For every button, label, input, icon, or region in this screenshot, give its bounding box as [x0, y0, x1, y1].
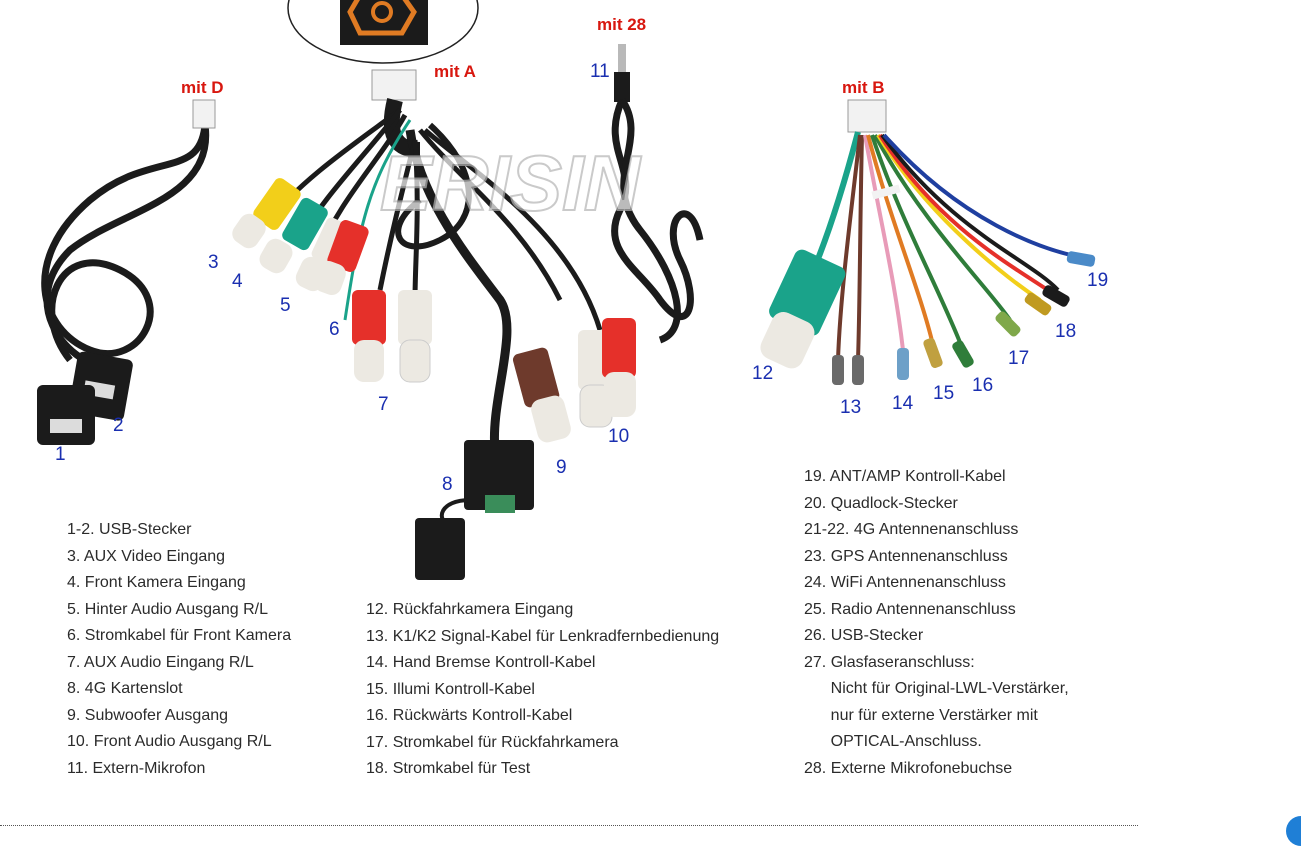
number-label-16: 16 [972, 375, 994, 396]
legend-item: 24. WiFi Antennenanschluss [804, 574, 1006, 591]
legend-item: 9. Subwoofer Ausgang [67, 706, 229, 724]
legend-item: 28. Externe Mikrofonebuchse [804, 759, 1013, 777]
number-label-7: 7 [378, 394, 389, 415]
number-label-19: 19 [1087, 270, 1109, 291]
legend-column-3: 19. ANT/AMP Kontroll-Kabel 20. Quadlock-… [804, 464, 1069, 782]
legend-item: 19. ANT/AMP Kontroll-Kabel [804, 468, 1006, 485]
control-cable-group [760, 99, 1096, 385]
group-label-28: mit 28 [597, 15, 647, 34]
mic-cable-group [611, 44, 704, 344]
legend-item: 14. Hand Bremse Kontroll-Kabel [366, 654, 596, 671]
number-label-13: 13 [840, 397, 862, 418]
number-label-10: 10 [608, 426, 630, 447]
legend-item: 1-2. USB-Stecker [67, 521, 192, 538]
group-label-a: mit A [434, 62, 476, 81]
legend-item: 21-22. 4G Antennenanschluss [804, 521, 1019, 538]
legend-item: 3. AUX Video Eingang [67, 547, 226, 565]
legend-item: 27. Glasfaseranschluss: [804, 653, 975, 671]
legend-item: OPTICAL-Anschluss. [804, 733, 982, 750]
group-label-b: mit B [842, 78, 885, 97]
legend-item: 23. GPS Antennenanschluss [804, 547, 1008, 565]
legend-item: nur für externe Verstärker mit [804, 706, 1038, 724]
number-label-14: 14 [892, 393, 914, 414]
legend-item: 12. Rückfahrkamera Eingang [366, 601, 574, 618]
quadlock-connector-icon [287, 0, 479, 64]
legend-item: 17. Stromkabel für Rückfahrkamera [366, 733, 619, 751]
number-label-5: 5 [280, 295, 291, 316]
legend-item: 8. 4G Kartenslot [67, 680, 183, 697]
legend-item: 10. Front Audio Ausgang R/L [67, 733, 272, 750]
usb-cable-group [37, 99, 216, 445]
number-label-17: 17 [1008, 348, 1030, 369]
legend-item: Nicht für Original-LWL-Verstärker, [804, 680, 1069, 697]
legend-item: 16. Rückwärts Kontroll-Kabel [366, 707, 573, 724]
main-harness-group [232, 69, 636, 580]
legend-item: 15. Illumi Kontroll-Kabel [366, 680, 535, 698]
number-label-9: 9 [556, 457, 567, 478]
number-label-8: 8 [442, 474, 453, 495]
number-label-3: 3 [208, 252, 219, 273]
legend-item: 4. Front Kamera Eingang [67, 574, 246, 591]
dotted-divider [0, 825, 1138, 826]
legend-column-1: 1-2. USB-Stecker 3. AUX Video Eingang 4.… [67, 517, 291, 782]
number-label-4: 4 [232, 271, 243, 292]
group-label-d: mit D [181, 78, 224, 97]
number-label-15: 15 [933, 383, 955, 404]
legend-item: 5. Hinter Audio Ausgang R/L [67, 600, 269, 618]
legend-item: 20. Quadlock-Stecker [804, 494, 958, 512]
legend-item: 18. Stromkabel für Test [366, 760, 531, 777]
number-label-18: 18 [1055, 321, 1077, 342]
legend-item: 25. Radio Antennenanschluss [804, 600, 1016, 618]
number-label-12: 12 [752, 363, 774, 384]
legend-item: 26. USB-Stecker [804, 627, 924, 644]
number-label-2: 2 [113, 415, 124, 436]
number-label-1: 1 [55, 444, 66, 465]
watermark-text: ERISIN [380, 139, 642, 227]
legend-item: 11. Extern-Mikrofon [67, 759, 206, 777]
legend-item: 6. Stromkabel für Front Kamera [67, 627, 292, 644]
number-label-11: 11 [590, 61, 610, 82]
legend-item: 13. K1/K2 Signal-Kabel für Lenkradfernbe… [366, 627, 720, 645]
legend-item: 7. AUX Audio Eingang R/L [67, 653, 254, 671]
number-label-6: 6 [329, 319, 340, 340]
legend-column-2: 12. Rückfahrkamera Eingang 13. K1/K2 Sig… [366, 597, 719, 783]
